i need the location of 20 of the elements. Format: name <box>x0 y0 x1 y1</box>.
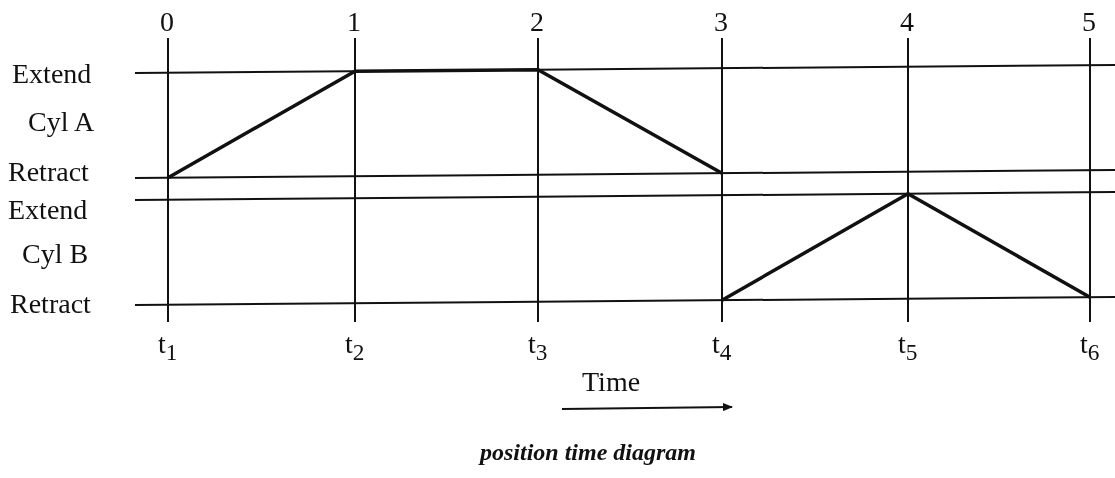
time-tick-label: t$_{2}$ <box>345 330 365 364</box>
step-number: 1 <box>347 8 361 36</box>
axis-label: Time <box>582 368 641 396</box>
row-label: Retract <box>8 158 89 186</box>
time-tick-label: t$_{5}$ <box>898 330 918 364</box>
step-number: 5 <box>1082 8 1096 36</box>
step-number: 0 <box>160 8 174 36</box>
row-label: Cyl A <box>28 108 95 136</box>
row-label: Extend <box>8 196 88 224</box>
row-label: Extend <box>12 60 92 88</box>
caption: position time diagram <box>480 440 697 464</box>
step-number: 3 <box>714 8 728 36</box>
row-label: Retract <box>10 290 91 318</box>
time-tick-label: t$_{6}$ <box>1080 330 1100 364</box>
time-tick-label: t$_{3}$ <box>528 330 548 364</box>
step-number: 2 <box>530 8 544 36</box>
step-number: 4 <box>900 8 914 36</box>
time-tick-label: t$_{4}$ <box>712 330 732 364</box>
row-label: Cyl B <box>22 240 89 268</box>
time-tick-label: t$_{1}$ <box>158 330 178 364</box>
